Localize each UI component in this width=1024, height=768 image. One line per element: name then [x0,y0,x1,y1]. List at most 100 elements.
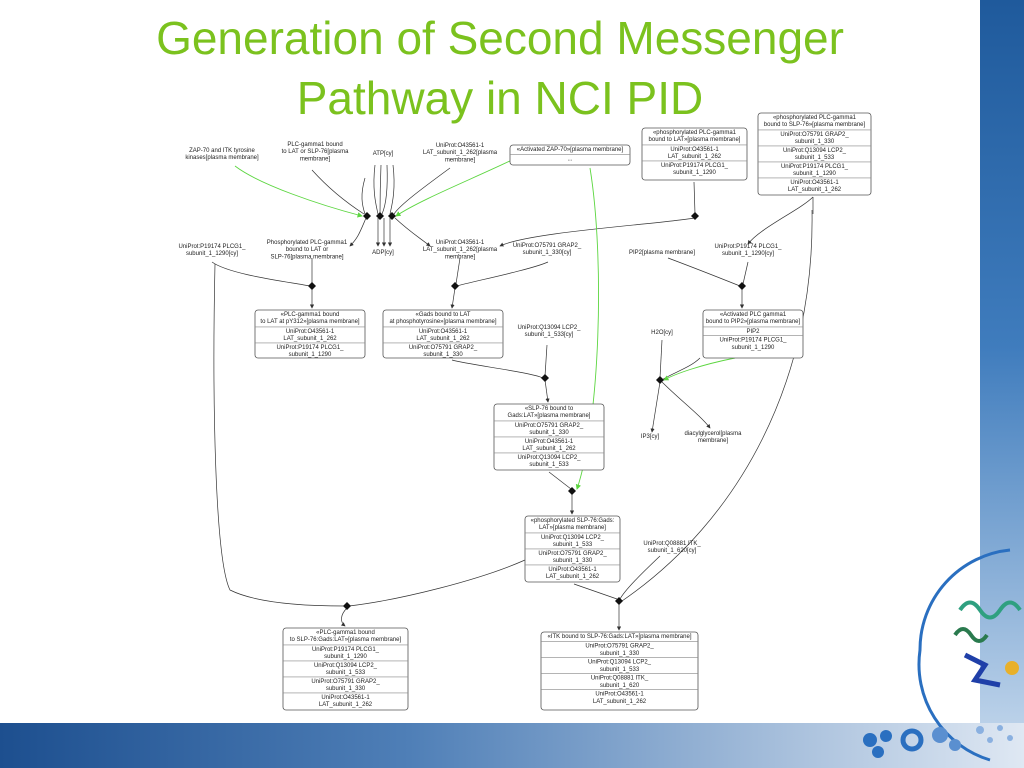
reaction-edge [499,217,696,247]
node-header-text: Gads:LAT»[plasma membrane] [508,413,591,419]
node-row-text: subunit_1_1290 [673,170,716,176]
label-text: ATP[cy] [373,151,394,157]
process-node [615,597,623,605]
reaction-edge [379,164,382,215]
reaction-edge [373,164,379,215]
node-row-text: subunit_1_330 [553,558,593,564]
label-text: SLP-76[plasma membrane] [270,254,343,260]
node-header-text: «phosphorylated PLC-gamma1 [653,130,737,136]
node-header-text: «phosphorylated PLC-gamma1 [773,115,857,121]
node-row-text: UniProt:O75791 GRAP2_ [585,644,654,650]
node-row-text: subunit_1_330 [326,686,366,692]
node-row-text: UniProt:O43561-1 [595,692,644,698]
label-text: UniProt:Q08881 ITK_ [643,541,701,547]
node-row-text: ... [567,157,572,163]
reaction-edge [349,217,367,247]
decoration-corner [863,548,1022,762]
label-text: UniProt:Q13094 LCP2_ [517,325,581,331]
complex-node-itk-slp76: «ITK bound to SLP-76:Gads:LAT»[plasma me… [540,631,699,711]
label-text: IP3[cy] [641,434,660,440]
label-text: membrane] [300,156,331,162]
node-header-text: «Gads bound to LAT [416,312,471,318]
species-label-itk-cy: UniProt:Q08881 ITK_subunit_1_620[cy] [643,541,701,554]
node-row-text: UniProt:O75791 GRAP2_ [515,423,584,429]
node-header-text: bound to PIP2»[plasma membrane] [706,319,801,325]
node-header-text: «Activated ZAP-70»[plasma membrane] [517,147,624,153]
label-text: UniProt:P19174 PLCG1_ [178,244,246,250]
label-text: diacylglycerol[plasma [684,431,742,437]
process-node [568,487,576,495]
label-text: subunit_1_533[cy] [525,332,574,338]
title-line-2: Pathway in NCI PID [296,72,704,124]
process-node [308,282,316,290]
label-text: LAT_subunit_1_262[plasma [423,150,498,156]
activation-edge [663,357,736,381]
label-text: UniProt:P19174 PLCG1_ [714,244,782,250]
reaction-edge [394,217,431,247]
node-row-text: UniProt:O75791 GRAP2_ [409,345,478,351]
label-text: UniProt:O75791 GRAP2_ [513,243,582,249]
node-row-text: UniProt:O43561-1 [321,695,370,701]
reaction-edge [393,167,451,215]
species-label-h2o: H2O[cy] [651,330,673,336]
node-header-text: bound to LAT»[plasma membrane] [649,137,741,143]
species-label-ip3: IP3[cy] [641,434,660,440]
node-row-text: subunit_1_533 [326,670,366,676]
species-label-grap2-cy: UniProt:O75791 GRAP2_subunit_1_330[cy] [513,243,582,256]
node-header-text: «PLC-gamma1 bound [316,630,375,636]
species-label-lcp2-cy: UniProt:Q13094 LCP2_subunit_1_533[cy] [517,325,581,338]
node-border [641,127,748,181]
label-text: kinases[plasma membrane] [185,155,259,161]
node-row-text: UniProt:P19174 PLCG1_ [719,338,787,344]
label-text: membrane] [698,438,729,444]
node-row-text: subunit_1_330 [423,352,463,358]
reaction-edge [450,287,456,309]
label-text: bound to LAT or [286,247,328,253]
reaction-edge [548,471,572,490]
node-row-text: UniProt:P19174 PLCG1_ [661,163,729,169]
node-header-text: «ITK bound to SLP-76:Gads:LAT»[plasma me… [548,634,692,640]
species-label-lat-top: UniProt:O43561-1LAT_subunit_1_262[plasma… [423,143,498,163]
node-row-text: UniProt:Q08881 ITK_ [591,676,649,682]
activation-edge [234,165,363,218]
node-row-text: subunit_1_1290 [793,171,836,177]
node-row-text: LAT_subunit_1_262 [546,574,600,580]
node-row-text: LAT_subunit_1_262 [788,187,842,193]
node-row-text: UniProt:O43561-1 [419,329,468,335]
process-node [376,212,384,220]
node-row-text: UniProt:Q13094 LCP2_ [517,455,581,461]
node-row-text: UniProt:Q13094 LCP2_ [314,663,378,669]
node-row-text: UniProt:P19174 PLCG1_ [781,164,849,170]
node-row-text: LAT_subunit_1_262 [668,154,722,160]
node-row-text: UniProt:Q13094 LCP2_ [783,148,847,154]
node-row-text: UniProt:O75791 GRAP2_ [538,551,607,557]
process-node [343,602,351,610]
label-text: subunit_1_1290[cy] [722,251,774,257]
process-node [451,282,459,290]
node-row-text: subunit_1_330 [529,430,569,436]
node-row-text: UniProt:O43561-1 [286,329,335,335]
node-row-text: subunit_1_330 [600,651,640,657]
node-border [254,309,366,359]
reaction-edge [621,209,813,602]
reaction-edge [211,261,311,287]
label-text: ADP[cy] [372,250,394,256]
process-node [691,212,699,220]
reaction-edge [661,381,711,429]
reaction-edge [311,169,365,215]
process-node [388,212,396,220]
node-row-text: PIP2 [746,329,760,335]
label-text: PIP2[plasma membrane] [629,250,695,256]
reaction-edge [544,344,548,377]
reaction-edge [213,263,346,607]
node-header-text: «phosphorylated SLP-76:Gads: [531,518,615,524]
node-row-text: subunit_1_1290 [732,345,775,351]
reaction-edge [650,381,661,433]
activation-edge [395,159,513,217]
label-text: ZAP-70 and ITK tyrosine [189,148,255,154]
